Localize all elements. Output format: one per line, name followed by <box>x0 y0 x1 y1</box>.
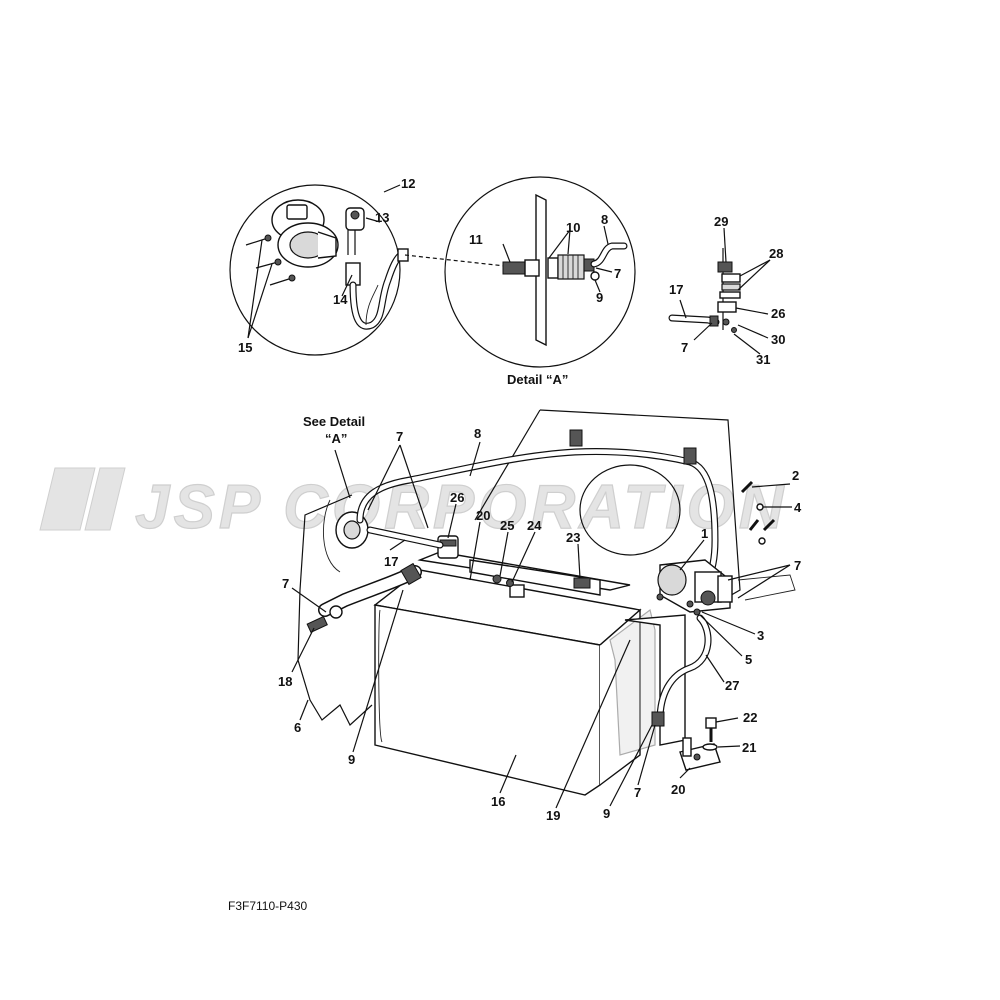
callout-12: 12 <box>401 176 415 191</box>
callout-27: 27 <box>725 678 739 693</box>
callout-3: 3 <box>757 628 764 643</box>
leader-7b <box>693 322 713 341</box>
leader-11 <box>502 243 511 263</box>
leader-10a <box>548 229 571 259</box>
leader-7a <box>595 267 613 273</box>
leader-13 <box>365 217 381 223</box>
callout-7-right: 7 <box>794 558 801 573</box>
callout-26-main: 26 <box>450 490 464 505</box>
tank-strap-20 <box>417 551 631 598</box>
see-detail-line2: “A” <box>325 431 347 446</box>
leader-15a <box>247 239 263 339</box>
callout-2: 2 <box>792 468 799 483</box>
leader-9a <box>594 279 601 293</box>
callout-14: 14 <box>333 292 348 307</box>
callout-16: 16 <box>491 794 505 809</box>
callout-10: 10 <box>566 220 580 235</box>
leader-14 <box>341 274 353 297</box>
fuel-pump-1 <box>656 559 733 616</box>
callout-22: 22 <box>743 710 757 725</box>
leader-17a <box>679 299 687 319</box>
callout-20-top: 20 <box>476 508 490 523</box>
callout-17-detail: 17 <box>669 282 683 297</box>
callout-11: 11 <box>469 232 483 247</box>
callout-29: 29 <box>714 214 728 229</box>
detail-a-caption: Detail “A” <box>507 372 568 387</box>
callout-4: 4 <box>794 500 802 515</box>
leader-30 <box>737 324 769 339</box>
leader-15b <box>247 263 273 339</box>
callout-6: 6 <box>294 720 301 735</box>
callout-7-left: 7 <box>282 576 289 591</box>
leader-12 <box>383 184 401 193</box>
callout-7-bottom: 7 <box>634 785 641 800</box>
drain-fitting-18 <box>306 615 328 633</box>
see-detail-line1: See Detail <box>303 414 365 429</box>
callout-7-top: 7 <box>396 429 403 444</box>
callout-9-left: 9 <box>348 752 355 767</box>
callout-13: 13 <box>375 210 389 225</box>
callout-21: 21 <box>742 740 756 755</box>
screw-15 <box>245 234 296 286</box>
callout-25: 25 <box>500 518 514 533</box>
callout-19: 19 <box>546 808 560 823</box>
callout-24: 24 <box>527 518 542 533</box>
leader-28b <box>737 259 771 291</box>
callout-8-main: 8 <box>474 426 481 441</box>
callout-20-bottom: 20 <box>671 782 685 797</box>
callout-9-bottom: 9 <box>603 806 610 821</box>
leader-29 <box>723 227 727 263</box>
figure-code: F3F7110-P430 <box>228 899 307 913</box>
breather-hose-8 <box>356 429 719 584</box>
filler-detail-circle <box>229 184 409 356</box>
leader-8a <box>603 225 609 245</box>
leader-28a <box>739 259 771 277</box>
filler-hose-9 <box>318 562 422 619</box>
mount-bracket-20 <box>679 737 721 771</box>
clamp-7-lower <box>651 711 665 727</box>
callout-labels: 12 13 14 15 11 10 8 7 9 29 28 17 26 7 30… <box>228 176 802 913</box>
leader-10b <box>567 229 571 255</box>
leader-31 <box>733 333 761 355</box>
main-leaders <box>291 441 792 809</box>
callout-17-main: 17 <box>384 554 398 569</box>
callout-31: 31 <box>756 352 770 367</box>
detail-connector-line <box>404 254 506 267</box>
callout-28: 28 <box>769 246 783 261</box>
fuel-tank-16 <box>373 569 686 796</box>
leader-26a <box>735 307 769 315</box>
callout-30: 30 <box>771 332 785 347</box>
callout-1: 1 <box>701 526 708 541</box>
callout-8-detail: 8 <box>601 212 608 227</box>
watermark: JSP CORPORATION <box>39 467 788 543</box>
callout-5: 5 <box>745 652 752 667</box>
callout-18: 18 <box>278 674 292 689</box>
callout-9-detail: 9 <box>596 290 603 305</box>
watermark-text: JSP CORPORATION <box>135 473 788 542</box>
callout-26-detail: 26 <box>771 306 785 321</box>
callout-7-detail: 7 <box>614 266 621 281</box>
detail-a-circle <box>444 176 636 368</box>
bolts-2 <box>740 480 776 545</box>
callout-15: 15 <box>238 340 252 355</box>
vent-valve-detail <box>668 248 741 333</box>
callout-7-valve: 7 <box>681 340 688 355</box>
bolt-22-washer-21 <box>702 717 718 751</box>
callout-23: 23 <box>566 530 580 545</box>
